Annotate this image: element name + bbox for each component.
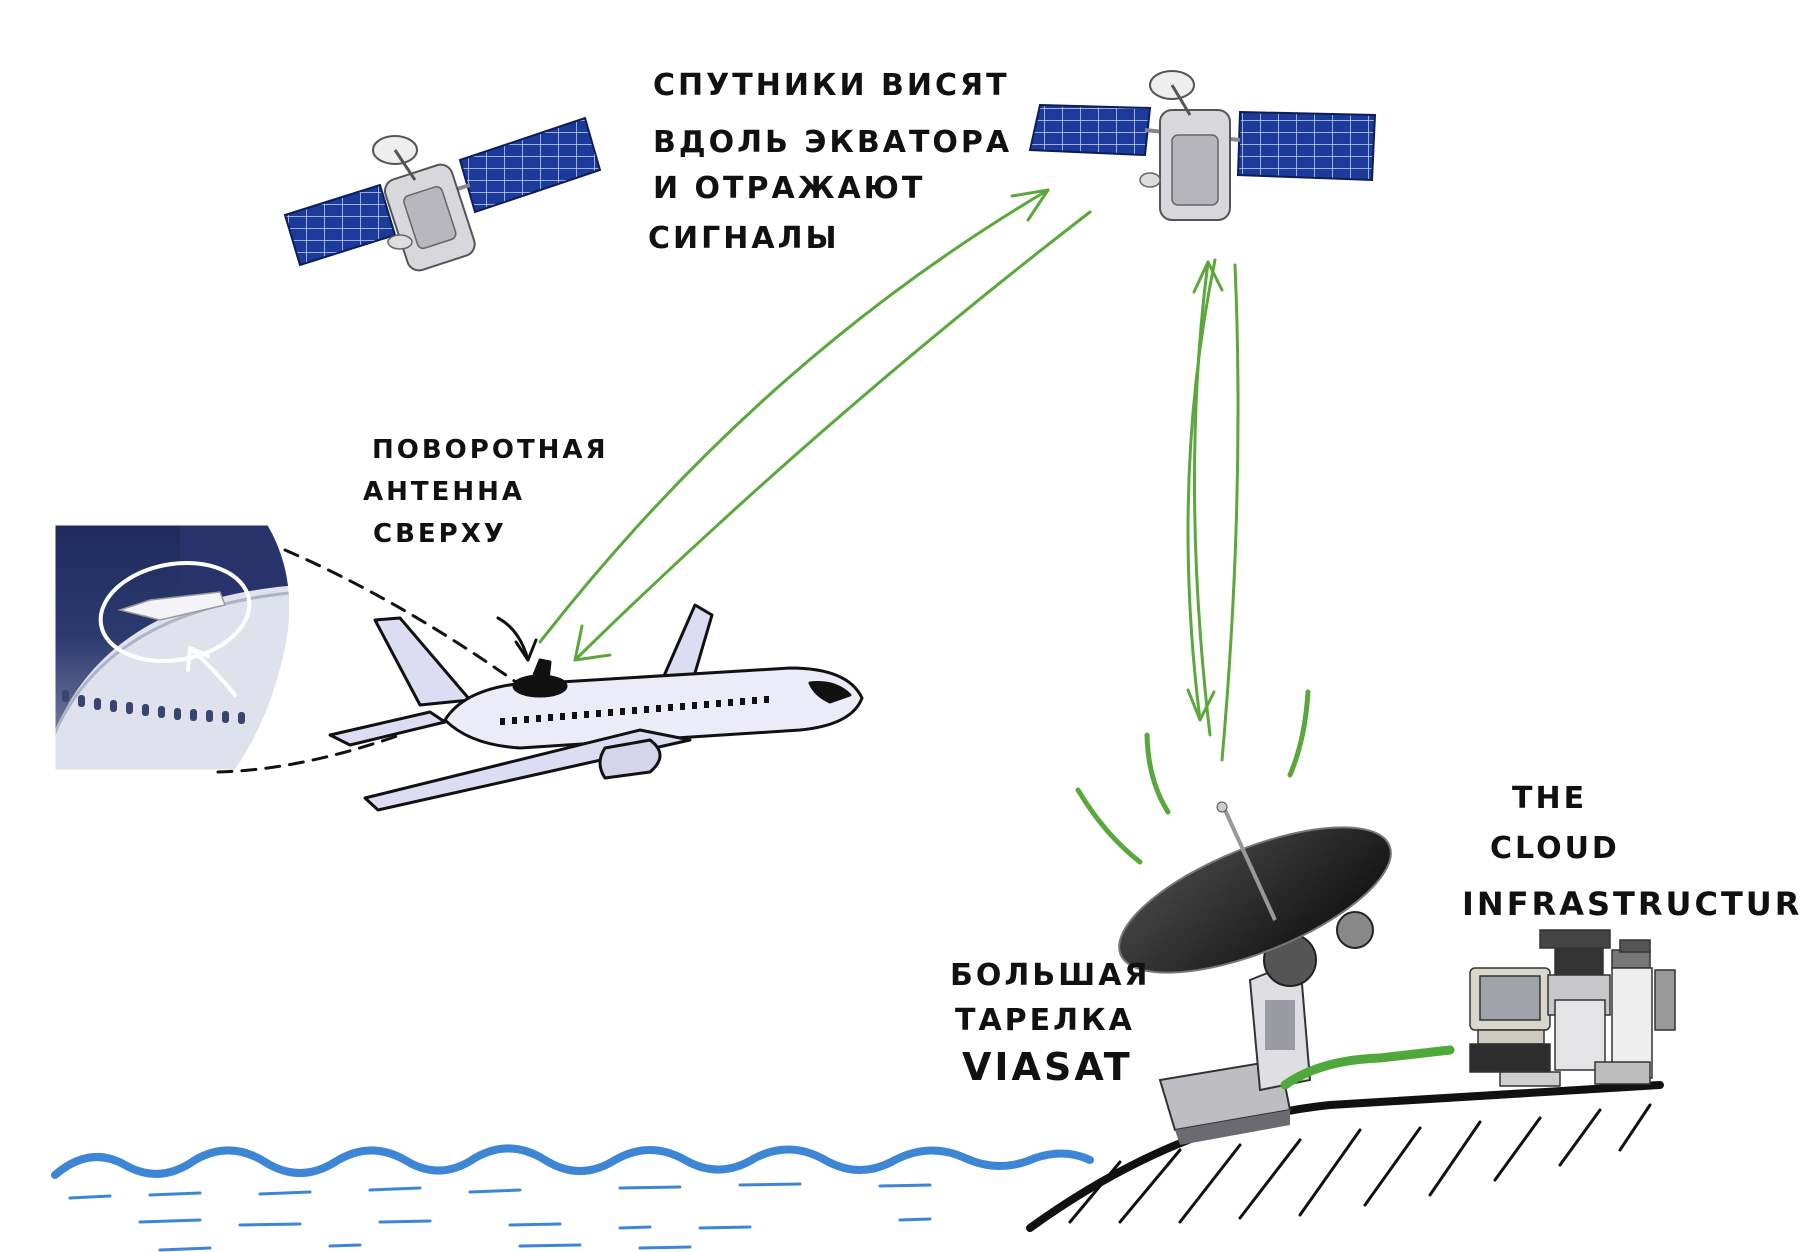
airplane-icon: [328, 603, 864, 812]
computer-pile-icon: [1469, 929, 1676, 1087]
ground-hill: [1026, 1081, 1664, 1232]
satellite-right-icon: [1028, 70, 1377, 221]
airplane-windows: [500, 696, 769, 725]
satellites-note: СПУТНИКИ ВИСЯТ ВДОЛЬ ЭКВАТОРА И ОТРАЖАЮТ…: [648, 68, 1026, 256]
satellites-note-line-3: И ОТРАЖАЮТ: [653, 171, 925, 206]
antenna-note-line-1: ПОВОРОТНАЯ: [372, 435, 609, 465]
antenna-note-3: СВЕРХУ: [373, 519, 507, 549]
antenna-note-line-2: АНТЕННА: [363, 477, 525, 507]
cloud-note: THE: [1512, 781, 1587, 816]
satellites-note-line-4: СИГНАЛЫ: [648, 221, 840, 256]
cloud-note-line-1: THE: [1512, 781, 1587, 816]
antenna-note: ПОВОРОТНАЯ: [372, 435, 609, 465]
dish-note-line-3: VIASAT: [962, 1045, 1133, 1089]
dish-to-satellite-arrow: [1192, 260, 1240, 762]
antenna-note-2: АНТЕННА: [363, 477, 525, 507]
cloud-note-3: INFRASTRUCTURE: [1462, 885, 1800, 923]
dish-note-line-2: ТАРЕЛКА: [955, 1003, 1135, 1038]
dish-note-3: VIASAT: [962, 1045, 1133, 1089]
antenna-pointer-arrow: [496, 616, 538, 662]
photo-connector-lines: [216, 548, 522, 774]
satellite-left-icon: [283, 116, 602, 272]
dish-note-2: ТАРЕЛКА: [955, 1003, 1135, 1038]
cloud-note-2: CLOUD: [1490, 831, 1620, 866]
cloud-note-line-3: INFRASTRUCTURE: [1462, 885, 1800, 923]
uplink-signal-arrow: [538, 188, 1050, 644]
dish-note-line-1: БОЛЬШАЯ: [950, 958, 1151, 993]
dish-note: БОЛЬШАЯ: [950, 958, 1151, 993]
satellites-note-line-1: СПУТНИКИ ВИСЯТ: [653, 68, 1010, 103]
ground-dish-icon: [1118, 801, 1392, 1145]
ground-cable: [1280, 1045, 1455, 1090]
radio-waves: [1075, 689, 1311, 865]
antenna-note-line-3: СВЕРХУ: [373, 519, 507, 549]
cloud-note-line-2: CLOUD: [1490, 831, 1620, 866]
downlink-signal-arrow: [573, 210, 1092, 662]
antenna-closeup-photo: [54, 524, 291, 771]
water-waves: [51, 1144, 1094, 1252]
satellites-note-line-2: ВДОЛЬ ЭКВАТОРА: [653, 125, 1012, 160]
